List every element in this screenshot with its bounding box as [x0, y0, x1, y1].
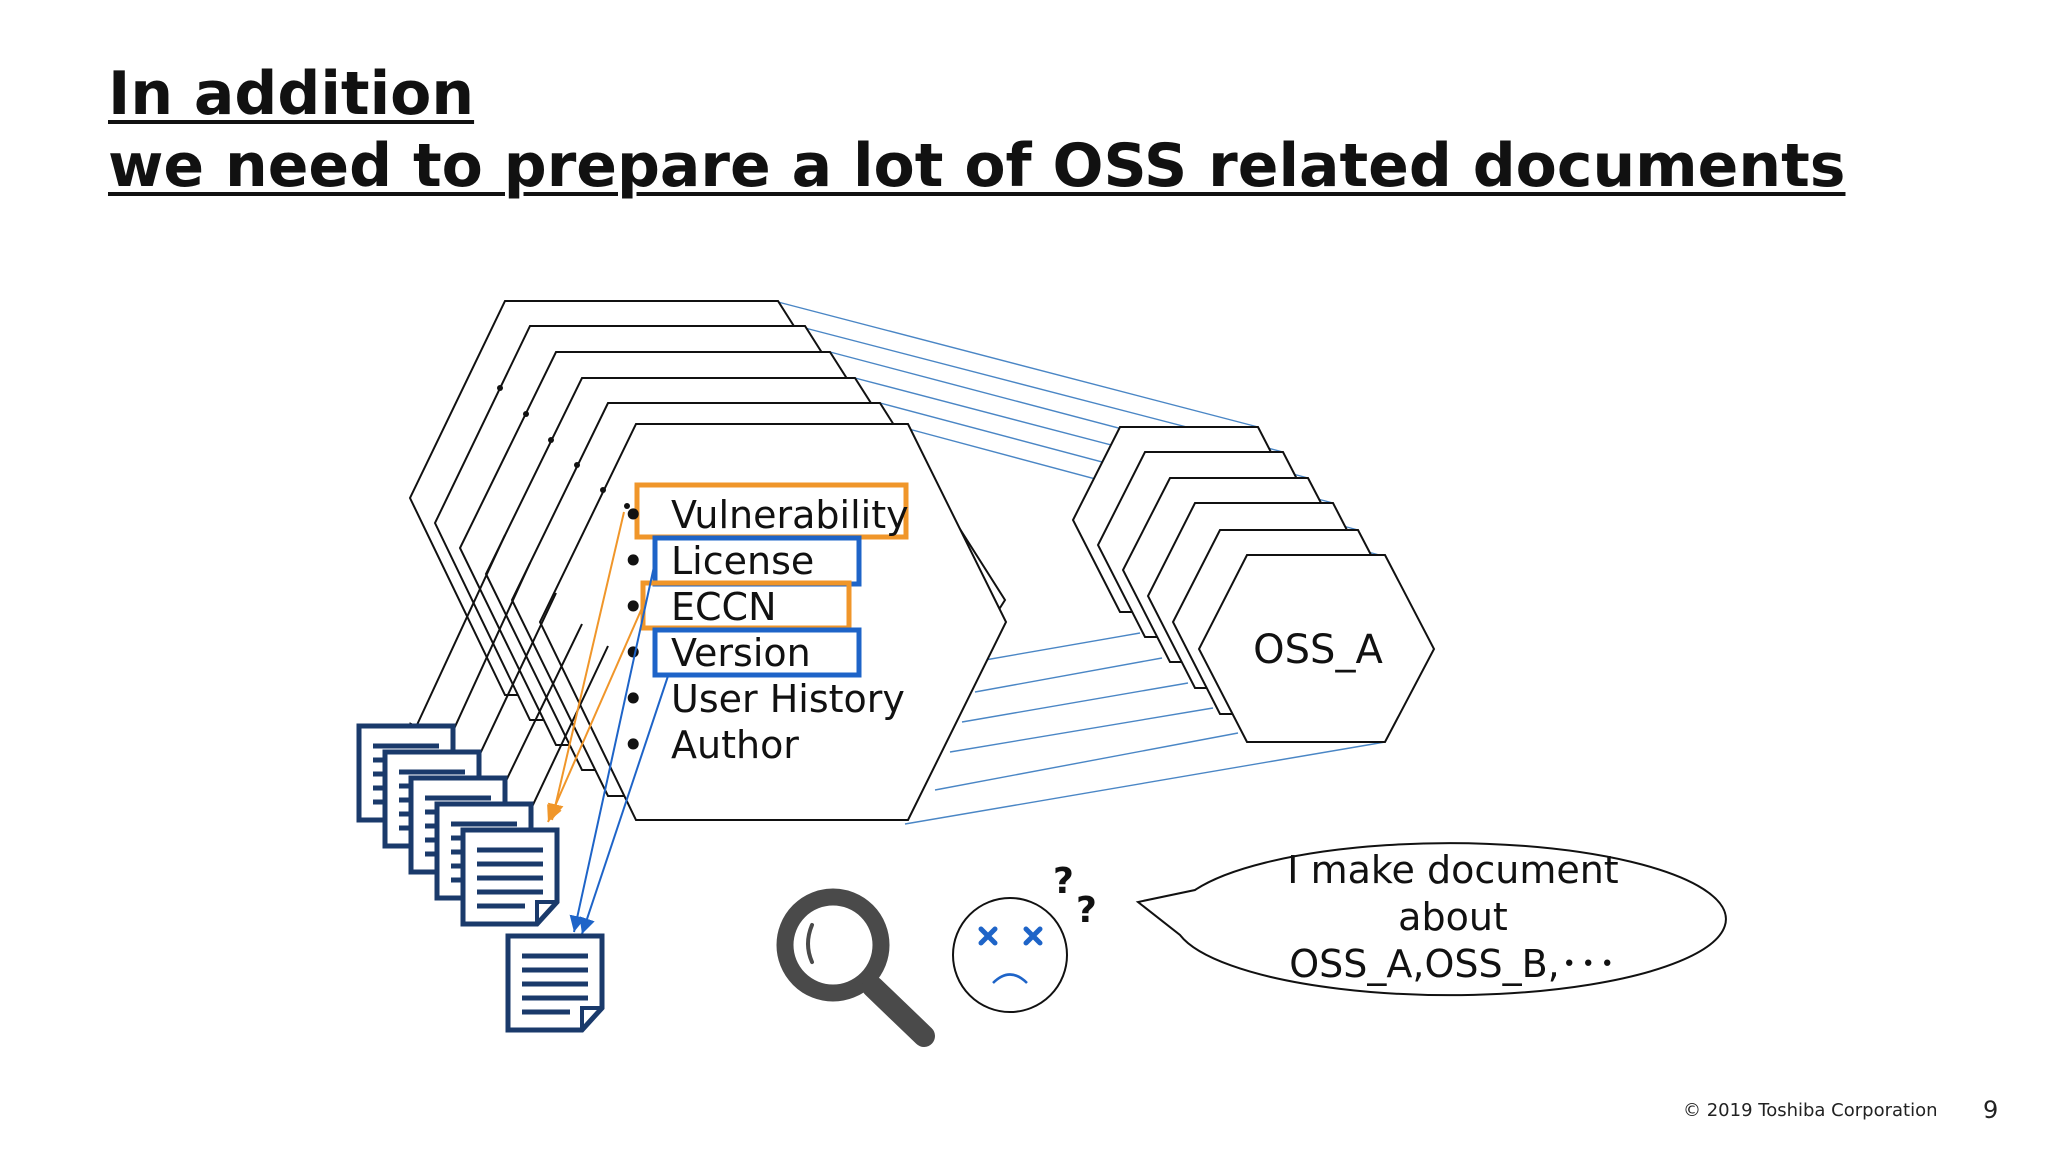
- bullet-item-user-history: User History: [671, 677, 905, 721]
- speech-bubble: I make document about OSS_A,OSS_B,･･･: [1135, 842, 1727, 997]
- blue-arrows: [569, 561, 669, 935]
- document-icons: [356, 723, 605, 1033]
- svg-text:•: •: [622, 585, 644, 629]
- orange-arrows: [547, 511, 643, 823]
- doc-hexagon-front: [538, 423, 1008, 821]
- slide-title-line1: In addition: [108, 59, 475, 129]
- copyright-notice: © 2019 Toshiba Corporation: [1683, 1100, 1938, 1121]
- document-icon: [505, 933, 605, 1033]
- bullet-item-eccn: ECCN: [671, 585, 777, 629]
- document-hexagon-stack: [408, 300, 1008, 821]
- svg-text:•: •: [622, 723, 644, 767]
- svg-text:•: •: [622, 493, 644, 537]
- bullet-list: • • • • • • Vulnerability License ECCN V…: [622, 493, 909, 767]
- oss-hexagon-stack: OSS_A: [1071, 426, 1436, 743]
- page-number: 9: [1983, 1096, 1999, 1124]
- question-mark-1: ?: [1053, 861, 1074, 902]
- bubble-line-1: I make document: [1287, 848, 1618, 892]
- svg-text:•: •: [622, 631, 644, 675]
- document-icon: [460, 827, 560, 927]
- slide-title-line2: we need to prepare a lot of OSS related …: [108, 131, 1846, 201]
- confused-face-icon: ? ?: [952, 861, 1097, 1013]
- question-mark-2: ?: [1076, 890, 1097, 931]
- bullet-item-vulnerability: Vulnerability: [671, 493, 909, 537]
- bubble-line-2: about: [1398, 895, 1508, 939]
- oss-hexagon-front: [1197, 554, 1436, 743]
- bullet-item-license: License: [671, 539, 814, 583]
- oss-label: OSS_A: [1253, 627, 1383, 673]
- magnifier-icon: [776, 888, 935, 1047]
- svg-text:•: •: [622, 539, 644, 583]
- bullet-item-version: Version: [671, 631, 811, 675]
- bubble-line-3: OSS_A,OSS_B,･･･: [1289, 942, 1617, 986]
- bullet-item-author: Author: [671, 723, 799, 767]
- version-highlight: [652, 627, 862, 678]
